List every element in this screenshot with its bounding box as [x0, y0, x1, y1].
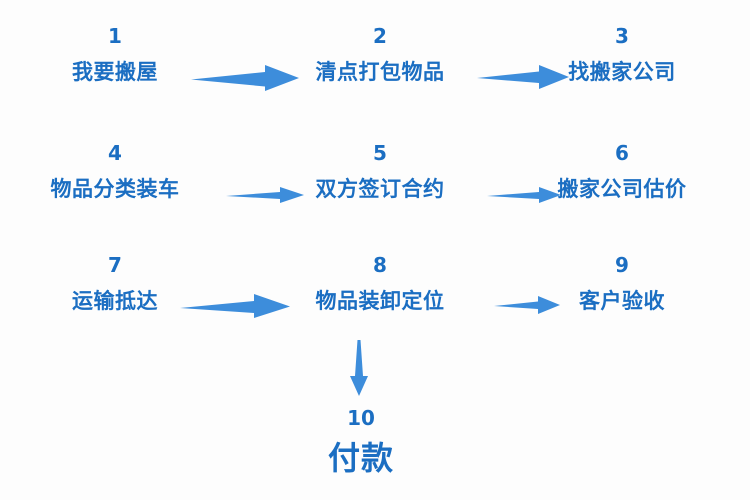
arrow-8-to-9: [494, 294, 560, 316]
step-7[interactable]: 7 运输抵达: [72, 255, 158, 312]
step-5[interactable]: 5 双方签订合约: [316, 143, 445, 200]
arrow-7-to-8: [180, 292, 290, 320]
arrow-1-to-2: [191, 63, 299, 93]
step-1-label: 我要搬屋: [72, 60, 158, 84]
step-5-label: 双方签订合约: [315, 177, 445, 201]
step-10-label: 付款: [327, 439, 395, 477]
step-9[interactable]: 9 客户验收: [579, 255, 665, 312]
step-8-number: 8: [373, 253, 387, 277]
step-2-label: 清点打包物品: [315, 60, 445, 84]
step-7-label: 运输抵达: [72, 289, 158, 313]
step-10[interactable]: 10 付款: [328, 408, 394, 474]
step-3[interactable]: 3 找搬家公司: [568, 26, 676, 83]
arrow-4-to-5: [226, 185, 304, 205]
step-9-label: 客户验收: [579, 289, 665, 313]
step-4-number: 4: [108, 141, 122, 165]
step-5-number: 5: [373, 141, 387, 165]
step-1-number: 1: [108, 24, 122, 48]
step-6[interactable]: 6 搬家公司估价: [558, 143, 687, 200]
arrow-2-to-3: [477, 63, 569, 91]
step-2-number: 2: [373, 24, 387, 48]
step-3-number: 3: [615, 24, 629, 48]
step-10-number: 10: [347, 406, 375, 430]
arrow-8-to-10: [346, 340, 372, 400]
step-1[interactable]: 1 我要搬屋: [72, 26, 158, 83]
step-7-number: 7: [108, 253, 122, 277]
step-2[interactable]: 2 清点打包物品: [316, 26, 445, 83]
step-3-label: 找搬家公司: [568, 60, 676, 84]
arrow-5-to-6: [487, 185, 561, 205]
step-4[interactable]: 4 物品分类装车: [51, 143, 180, 200]
step-4-label: 物品分类装车: [50, 177, 180, 201]
step-9-number: 9: [615, 253, 629, 277]
step-8-label: 物品装卸定位: [315, 289, 445, 313]
step-6-number: 6: [615, 141, 629, 165]
step-6-label: 搬家公司估价: [557, 177, 687, 201]
step-8[interactable]: 8 物品装卸定位: [316, 255, 445, 312]
